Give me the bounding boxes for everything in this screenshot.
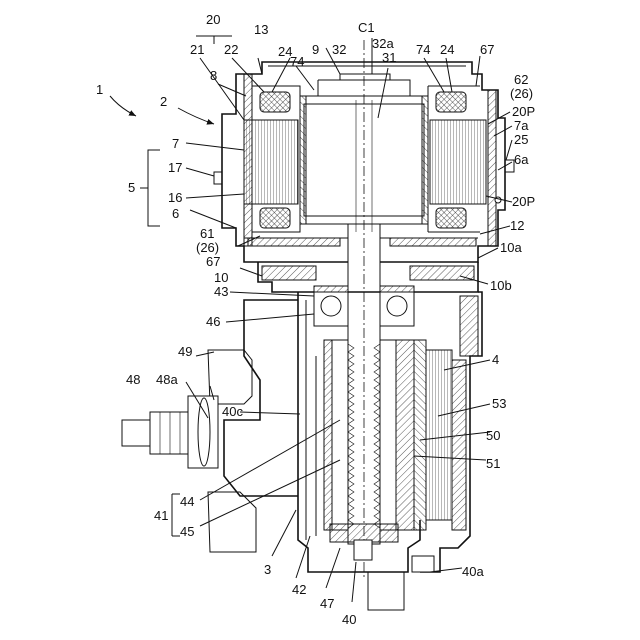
label-20P-top: 20P (512, 104, 535, 119)
label-48a: 48a (156, 372, 178, 387)
label-4: 4 (492, 352, 499, 367)
label-7a: 7a (514, 118, 529, 133)
label-17: 17 (168, 160, 182, 175)
label-44: 44 (180, 494, 194, 509)
label-6: 6 (172, 206, 179, 221)
label-67-right: 67 (480, 42, 494, 57)
label-51: 51 (486, 456, 500, 471)
label-21: 21 (190, 42, 204, 57)
label-9: 9 (312, 42, 319, 57)
label-67-left: 67 (206, 254, 220, 269)
label-53: 53 (492, 396, 506, 411)
label-31: 31 (382, 50, 396, 65)
label-40: 40 (342, 612, 356, 627)
label-48: 48 (126, 372, 140, 387)
label-25: 25 (514, 132, 528, 147)
connector-arm (122, 300, 298, 552)
label-47: 47 (320, 596, 334, 611)
label-50: 50 (486, 428, 500, 443)
label-40c: 40c (222, 404, 243, 419)
label-46: 46 (206, 314, 220, 329)
planetary-gear-train (324, 340, 452, 530)
label-20: 20 (206, 12, 220, 27)
label-61: 61 (200, 226, 214, 241)
label-32a: 32a (372, 36, 394, 51)
label-24-right: 24 (440, 42, 454, 57)
label-8: 8 (210, 68, 217, 83)
label-42: 42 (292, 582, 306, 597)
label-10: 10 (214, 270, 228, 285)
label-7: 7 (172, 136, 179, 151)
label-49: 49 (178, 344, 192, 359)
label-13: 13 (254, 22, 268, 37)
label-5: 5 (128, 180, 135, 195)
label-62: 62 (514, 72, 528, 87)
label-12: 12 (510, 218, 524, 233)
label-2: 2 (160, 94, 167, 109)
label-74-left: 74 (290, 54, 304, 69)
label-74-right: 74 (416, 42, 430, 57)
label-41: 41 (154, 508, 168, 523)
label-10a: 10a (500, 240, 522, 255)
label-6a: 6a (514, 152, 529, 167)
label-40a: 40a (462, 564, 484, 579)
label-26-left: (26) (196, 240, 219, 255)
label-43: 43 (214, 284, 228, 299)
label-3: 3 (264, 562, 271, 577)
label-32: 32 (332, 42, 346, 57)
label-20P-bottom: 20P (512, 194, 535, 209)
label-16: 16 (168, 190, 182, 205)
label-26-right: (26) (510, 86, 533, 101)
label-C1: C1 (358, 20, 375, 35)
label-10b: 10b (490, 278, 512, 293)
label-45: 45 (180, 524, 194, 539)
label-1: 1 (96, 82, 103, 97)
label-22: 22 (224, 42, 238, 57)
